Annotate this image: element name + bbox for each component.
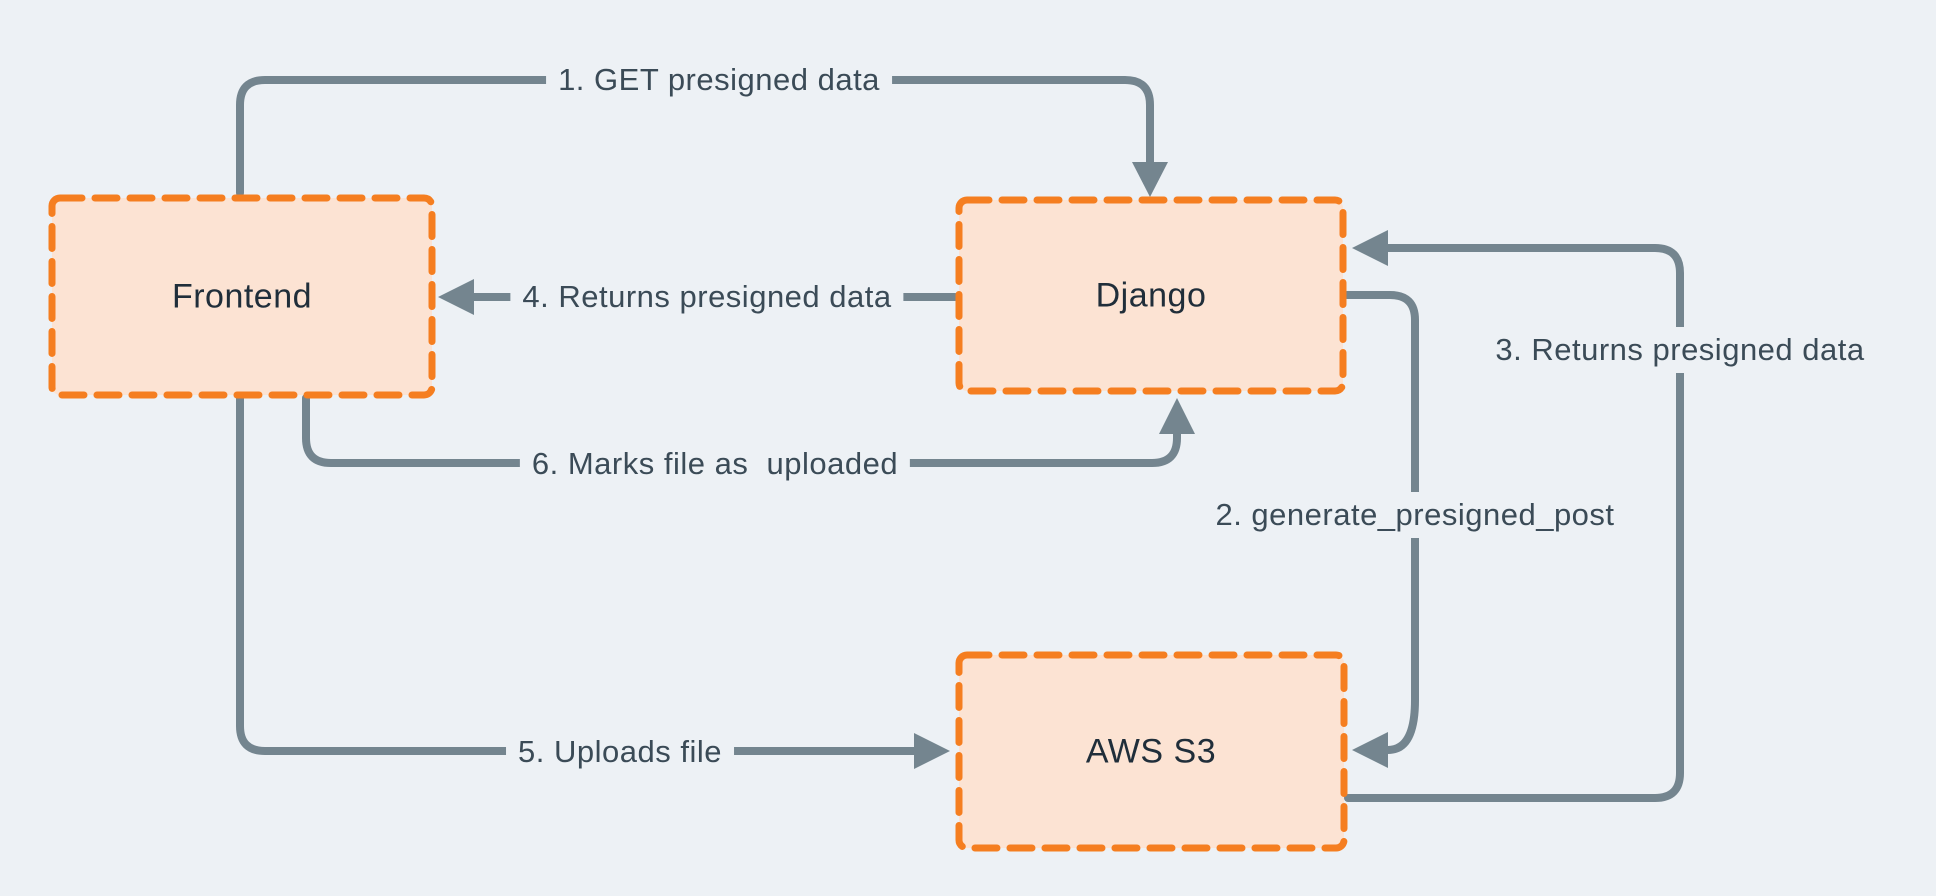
edge-5-label: 5. Uploads file — [506, 729, 734, 775]
node-frontend-label: Frontend — [171, 277, 313, 316]
edge-6-arrowhead — [1159, 398, 1195, 434]
edge-1-arrowhead — [1132, 162, 1168, 197]
edge-3-label: 3. Returns presigned data — [1483, 327, 1877, 373]
node-django-label: Django — [1095, 276, 1207, 315]
edge-5-path — [236, 394, 918, 755]
edge-3-arrowhead — [1352, 230, 1388, 266]
node-aws-s3-box — [955, 651, 1348, 852]
edge-4-label: 4. Returns presigned data — [510, 274, 904, 320]
node-frontend-box — [48, 194, 436, 399]
edge-6-label: 6. Marks file as uploaded — [519, 441, 911, 487]
edge-1-label: 1. GET presigned data — [546, 57, 892, 103]
edge-2-arrowhead — [1352, 732, 1388, 768]
node-aws-s3-label: AWS S3 — [1085, 732, 1217, 771]
node-django-box — [955, 196, 1347, 395]
edge-3-path — [1344, 244, 1684, 802]
edge-5-arrowhead — [914, 733, 950, 769]
edge-2-label: 2. generate_presigned_post — [1203, 492, 1627, 538]
edge-4-arrowhead — [438, 279, 474, 315]
